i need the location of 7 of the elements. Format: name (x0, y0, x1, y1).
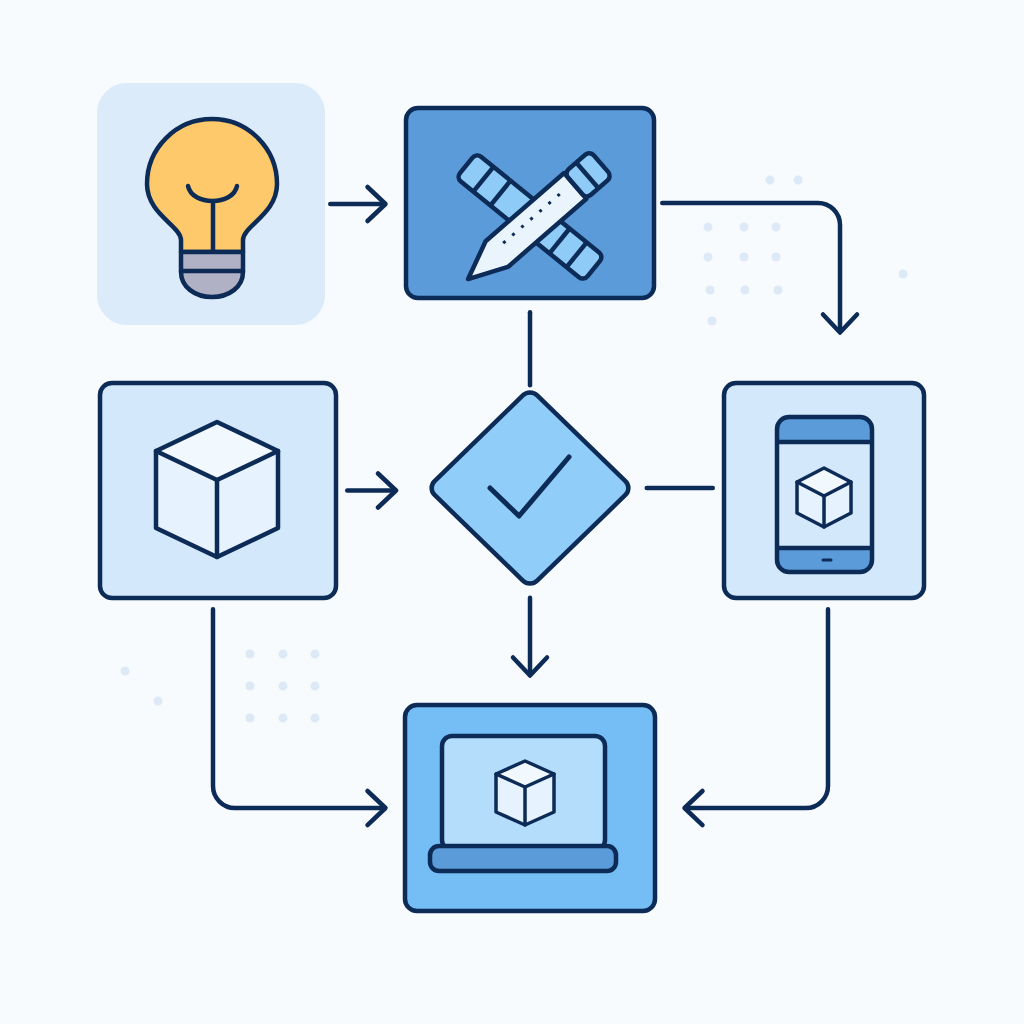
arrow (682, 607, 831, 828)
arrow (510, 595, 550, 678)
arrow (210, 607, 388, 828)
connector-line (644, 485, 715, 491)
connector-line (527, 310, 533, 388)
arrow (660, 200, 860, 335)
decision-diamond (429, 390, 631, 586)
